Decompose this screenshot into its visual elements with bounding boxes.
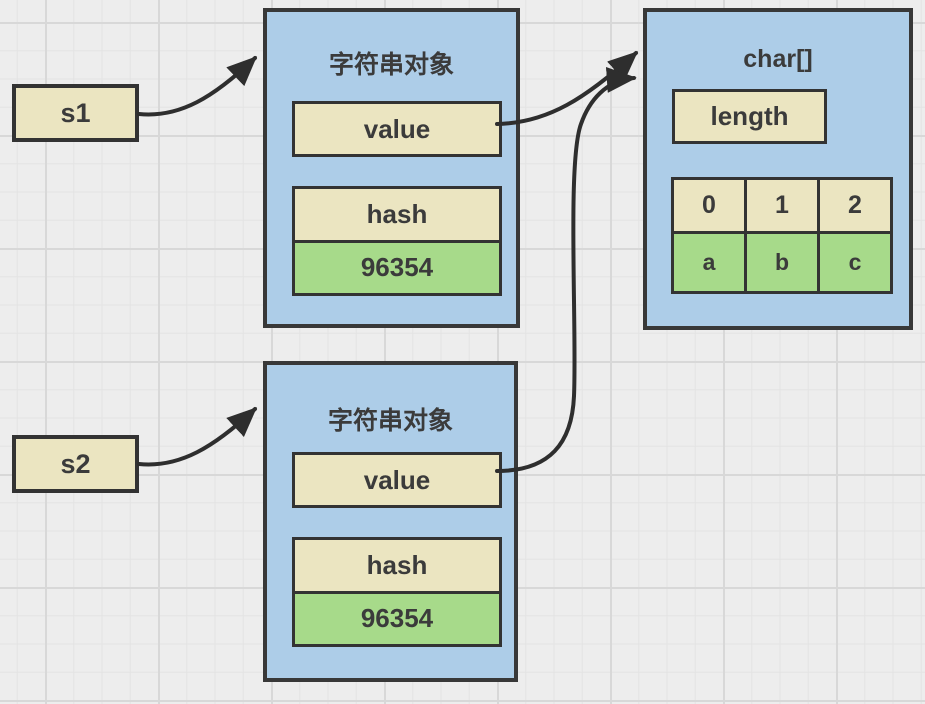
char-array-table: 0 1 2 a b c [671, 177, 893, 294]
arrow-s2-to-string-object-2 [137, 407, 258, 467]
length-label: length [710, 101, 789, 131]
arrow-s1-to-string-object-1 [137, 56, 258, 117]
index-cell: 1 [747, 180, 817, 231]
node-variable-s1: s1 [12, 84, 139, 142]
node-string-object-2: 字符串对象 value hash 96354 [263, 361, 518, 682]
string-object-1-hash-group: hash 96354 [292, 186, 502, 296]
hash-label: hash [295, 540, 499, 591]
variable-s2-label: s2 [60, 448, 91, 479]
node-variable-s2: s2 [12, 435, 139, 493]
char-array-title: char[] [743, 45, 813, 73]
node-char-array: char[] length 0 1 2 a b c [643, 8, 913, 330]
string-object-2-hash-group: hash 96354 [292, 537, 502, 647]
hash-value: 96354 [295, 242, 499, 293]
hash-value: 96354 [295, 593, 499, 644]
value-label: value [363, 464, 431, 495]
hash-label: hash [295, 189, 499, 240]
string-object-1-value-field: value [292, 101, 502, 157]
value-label: value [363, 113, 431, 144]
node-string-object-1: 字符串对象 value hash 96354 [263, 8, 520, 328]
string-object-2-value-field: value [292, 452, 502, 508]
char-cell: a [674, 234, 744, 291]
index-cell: 0 [674, 180, 744, 231]
char-cell: b [747, 234, 817, 291]
char-cell: c [820, 234, 890, 291]
index-cell: 2 [820, 180, 890, 231]
string-object-1-title: 字符串对象 [328, 51, 454, 79]
char-array-length-field: length [672, 89, 827, 144]
string-object-2-title: 字符串对象 [327, 407, 453, 435]
variable-s1-label: s1 [60, 97, 91, 128]
